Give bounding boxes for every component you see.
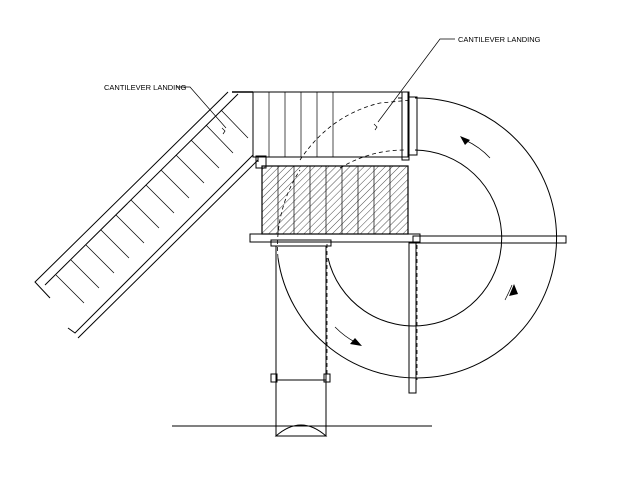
arrow-head-top-icon bbox=[460, 136, 470, 145]
clamp-left bbox=[270, 373, 278, 383]
exit-arm bbox=[408, 96, 567, 394]
callout-left-label: CANTILEVER LANDING bbox=[104, 83, 187, 92]
slide-inner-edge bbox=[327, 149, 503, 327]
landing-outline bbox=[252, 91, 409, 158]
deck-boards bbox=[277, 166, 391, 234]
stair-stringer-inner-2 bbox=[77, 159, 259, 339]
arrow-shaft-top bbox=[464, 139, 491, 159]
arrow-shaft-right bbox=[504, 284, 513, 301]
slide-hidden-inner bbox=[339, 149, 406, 169]
stair-treads bbox=[55, 109, 249, 304]
cross-beam bbox=[412, 235, 567, 244]
spiral-slide bbox=[277, 97, 558, 380]
deck-beam bbox=[249, 233, 421, 243]
upper-landing bbox=[252, 91, 410, 162]
deck-platform bbox=[249, 155, 421, 247]
callout-right-label: CANTILEVER LANDING bbox=[458, 35, 541, 44]
slide-entry-lip bbox=[270, 239, 332, 247]
stair-stringer-outer bbox=[34, 91, 229, 299]
arrow-head-bottom-icon bbox=[350, 338, 362, 346]
exit-chute bbox=[172, 246, 432, 437]
stair-stringer-outer-2 bbox=[44, 93, 239, 286]
arrow-shaft-bottom bbox=[334, 326, 356, 343]
landing-treads bbox=[268, 92, 334, 157]
callout-left: CANTILEVER LANDING bbox=[104, 83, 227, 129]
landing-post-right bbox=[408, 96, 418, 156]
support-post-right bbox=[408, 242, 417, 394]
flow-arrows bbox=[334, 136, 518, 346]
arrow-head-right-icon bbox=[509, 284, 518, 296]
callout-right: CANTILEVER LANDING bbox=[373, 35, 541, 131]
slide-hidden-edge bbox=[277, 169, 301, 259]
chute-exit-mouth bbox=[274, 424, 328, 437]
callout-right-leader bbox=[377, 38, 455, 123]
deck-hatch bbox=[261, 165, 409, 235]
callout-left-leader bbox=[176, 86, 227, 129]
clamp-right bbox=[323, 373, 331, 383]
stair-run bbox=[34, 91, 259, 339]
landing-mark-right bbox=[373, 123, 378, 131]
landing-mark bbox=[221, 127, 226, 135]
slide-outer-edge bbox=[277, 97, 558, 379]
landing-rail-post bbox=[401, 91, 410, 161]
stair-stringer-inner bbox=[67, 154, 254, 334]
